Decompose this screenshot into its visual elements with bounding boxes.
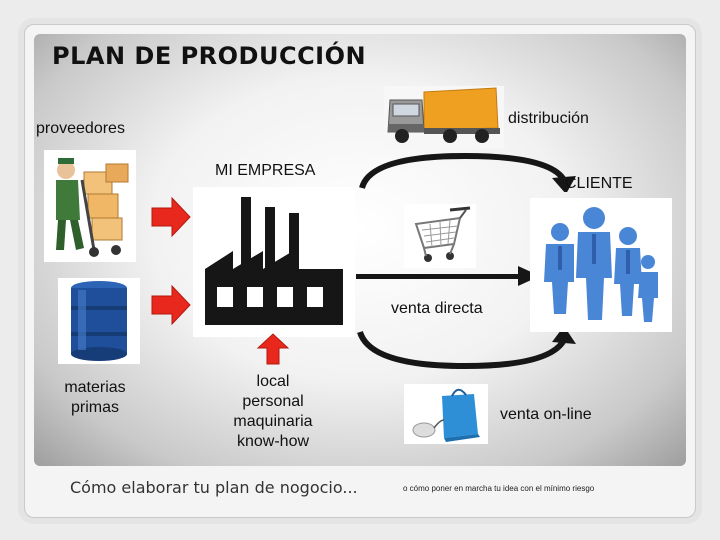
recurso-personal: personal <box>242 393 304 410</box>
arrow-empresa-to-cliente <box>356 264 540 288</box>
arrow-materias-to-empresa <box>150 284 192 326</box>
barrel-icon <box>58 278 140 364</box>
arc-arrow-bottom <box>350 328 580 372</box>
delivery-worker-icon <box>44 150 136 262</box>
label-mi-empresa: MI EMPRESA <box>215 162 316 179</box>
footer-right-text: o cómo poner en marcha tu idea con el mí… <box>403 484 595 493</box>
label-venta-directa: venta directa <box>391 300 483 317</box>
people-group-icon <box>530 198 672 332</box>
arc-arrow-top <box>350 150 580 192</box>
label-proveedores: proveedores <box>36 120 125 137</box>
truck-icon <box>384 86 504 148</box>
label-materias-primas: materias primas <box>48 378 142 418</box>
slide-title: PLAN DE PRODUCCIÓN <box>52 42 367 70</box>
recurso-know-how: know-how <box>236 433 310 450</box>
recurso-local: local <box>256 373 290 390</box>
label-recursos: local personal maquinaria know-how <box>218 372 328 452</box>
label-cliente: CLIENTE <box>565 175 633 192</box>
primas-line: primas <box>70 399 119 416</box>
arrow-recursos-to-empresa <box>256 332 290 366</box>
materias-line: materias <box>64 379 126 396</box>
label-distribucion: distribución <box>508 110 589 127</box>
footer-left-text: Cómo elaborar tu plan de nogocio... <box>70 478 358 497</box>
arrow-proveedores-to-empresa <box>150 196 192 238</box>
shopping-bag-mouse-icon <box>404 384 488 444</box>
label-venta-online: venta on-line <box>500 406 592 423</box>
recurso-maquinaria: maquinaria <box>233 413 313 430</box>
factory-icon <box>193 187 355 337</box>
shopping-cart-icon <box>404 204 476 268</box>
